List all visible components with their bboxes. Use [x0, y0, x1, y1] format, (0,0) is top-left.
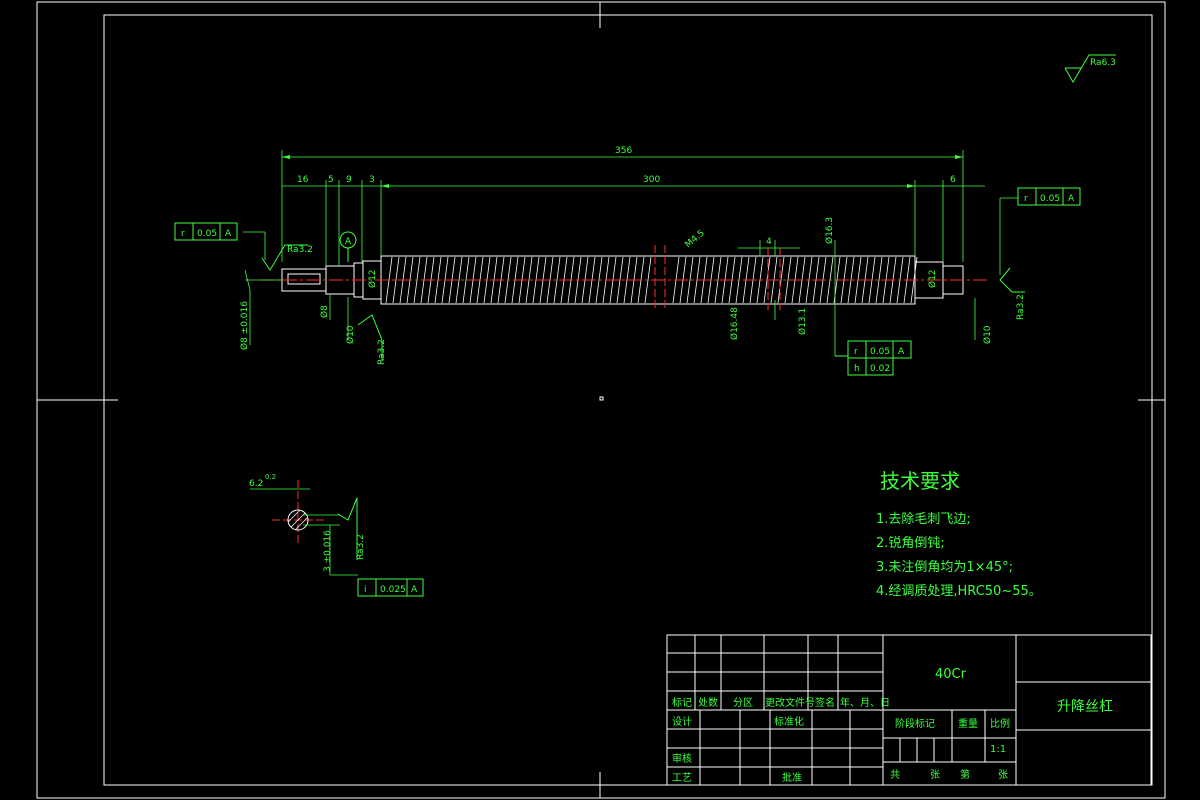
roughness-left-bottom-text: Ra3.2	[377, 339, 387, 365]
label-num: 第	[960, 768, 970, 781]
notes-item-3: 3.未注倒角均为1×45°;	[876, 560, 1013, 575]
label-total: 共	[890, 769, 900, 781]
dim-dia-16-3: Ø16.3	[824, 217, 835, 244]
dim-5: 5	[328, 175, 334, 185]
tol-center2-val: 0.02	[870, 364, 890, 374]
roughness-left-bottom: Ra3.2	[357, 314, 387, 365]
tol-right-datum: A	[1068, 194, 1075, 204]
tol-left-datum: A	[225, 229, 232, 239]
label-ratio: 比例	[990, 717, 1010, 730]
dim-16: 16	[297, 175, 309, 185]
material: 40Cr	[935, 667, 967, 682]
section-dim-62-tol: 0.2	[265, 473, 276, 481]
header-label-3: 分区	[733, 697, 753, 709]
thread-line	[392, 256, 400, 304]
dim-dia-13-1: Ø13.1	[797, 308, 808, 335]
label-review: 审核	[672, 752, 692, 765]
dim-6: 6	[950, 175, 956, 185]
header-label-6: 年、月、日	[840, 696, 890, 709]
thread-line	[714, 256, 722, 304]
dim-dia-10-left: Ø10	[345, 325, 356, 344]
datum-a-label: A	[345, 237, 352, 247]
dim-dia-16-48: Ø16.48	[729, 307, 740, 340]
roughness-symbol-global: Ra6.3	[1064, 54, 1116, 83]
dimension-texts: 356 300 16 5 9 3 6 4 M4.5 Ø16.3 Ø12 Ø12 …	[239, 146, 993, 350]
roughness-right: Ra3.2	[999, 267, 1026, 320]
notes-item-1: 1.去除毛刺飞边;	[876, 512, 971, 527]
label-sheets: 张	[930, 769, 940, 781]
datum-a-marker: A	[339, 231, 357, 262]
dimension-arrows	[282, 155, 963, 188]
tol-section-datum: A	[411, 585, 418, 595]
dim-9: 9	[346, 175, 352, 185]
header-label-4: 更改文件号	[765, 696, 815, 709]
dim-4: 4	[766, 237, 772, 247]
center-lines	[260, 245, 990, 310]
label-standardize: 标准化	[774, 715, 804, 728]
roughness-left-top: Ra3.2	[261, 244, 313, 271]
section-roughness-text: Ra3.2	[356, 534, 366, 560]
tol-right-sym: r	[1024, 194, 1028, 204]
notes-item-4: 4.经调质处理,HRC50~55。	[876, 584, 1042, 599]
dim-pitch: M4.5	[684, 228, 707, 250]
dimension-lines	[243, 150, 1018, 356]
scale-value: 1:1	[990, 744, 1006, 755]
label-sheet: 张	[998, 769, 1008, 781]
roughness-right-text: Ra3.2	[1016, 294, 1026, 320]
tol-section-val: 0.025	[380, 585, 406, 595]
label-stage: 阶段标记	[895, 717, 935, 730]
tol-left-sym: r	[181, 229, 185, 239]
thread-line	[455, 256, 463, 304]
dim-dia-8: Ø8	[319, 305, 330, 318]
thread-line	[616, 256, 624, 304]
tol-center2-sym: h	[854, 364, 860, 374]
roughness-global-text: Ra6.3	[1090, 58, 1116, 68]
dim-dia-12-right: Ø12	[927, 269, 938, 288]
roughness-left-top-text: Ra3.2	[287, 245, 313, 255]
tol-center1-val: 0.05	[870, 347, 890, 357]
thread-line	[847, 256, 855, 304]
thread-line	[686, 256, 694, 304]
title-block-text: 40Cr 升降丝杠 标记 处数 分区 更改文件号 签名 年、月、日 设计 标准化…	[672, 667, 1113, 784]
dim-dia-10-right: Ø10	[982, 325, 993, 344]
header-label-1: 标记	[672, 697, 692, 709]
tol-center1-datum: A	[898, 347, 905, 357]
technical-notes: 技术要求 1.去除毛刺飞边; 2.锐角倒钝; 3.未注倒角均为1×45°; 4.…	[876, 469, 1042, 599]
part-name: 升降丝杠	[1057, 699, 1113, 715]
thread-line	[553, 256, 561, 304]
label-approve: 批准	[782, 771, 802, 784]
dim-overall: 356	[615, 146, 632, 156]
dim-dia-8-tol: Ø8 ±0.016	[239, 301, 250, 350]
tolerance-frame-right: r 0.05 A	[1017, 187, 1081, 206]
thread-line	[777, 256, 785, 304]
dim-3: 3	[369, 175, 375, 185]
label-design: 设计	[672, 715, 692, 728]
section-view: 6.2 0.2 3 ±0.016 Ra3.2 i 0.025 A	[249, 473, 424, 597]
thread-line	[525, 256, 533, 304]
section-dim-3-tol: 3 ±0.016	[323, 530, 333, 572]
thread-line	[875, 256, 883, 304]
notes-item-2: 2.锐角倒钝;	[876, 536, 945, 551]
section-dim-62: 6.2	[249, 479, 263, 489]
tol-center1-sym: r	[854, 347, 858, 357]
tol-right-val: 0.05	[1040, 194, 1060, 204]
thread-line	[462, 256, 470, 304]
tol-section-sym: i	[364, 585, 367, 595]
dim-thread: 300	[643, 175, 660, 185]
header-label-5: 签名	[815, 696, 835, 709]
header-label-2: 处数	[698, 696, 718, 709]
tol-left-val: 0.05	[197, 229, 217, 239]
title-block	[666, 634, 1152, 786]
dim-dia-12-left: Ø12	[367, 269, 378, 288]
sheet-frame	[36, 1, 1166, 799]
tolerance-frame-left: r 0.05 A	[174, 222, 238, 241]
thread-line	[784, 256, 792, 304]
label-process: 工艺	[672, 772, 692, 784]
label-weight: 重量	[958, 717, 978, 730]
tolerance-frame-center: r 0.05 A h 0.02	[835, 340, 912, 376]
thread-line	[623, 256, 631, 304]
notes-title: 技术要求	[880, 469, 960, 493]
